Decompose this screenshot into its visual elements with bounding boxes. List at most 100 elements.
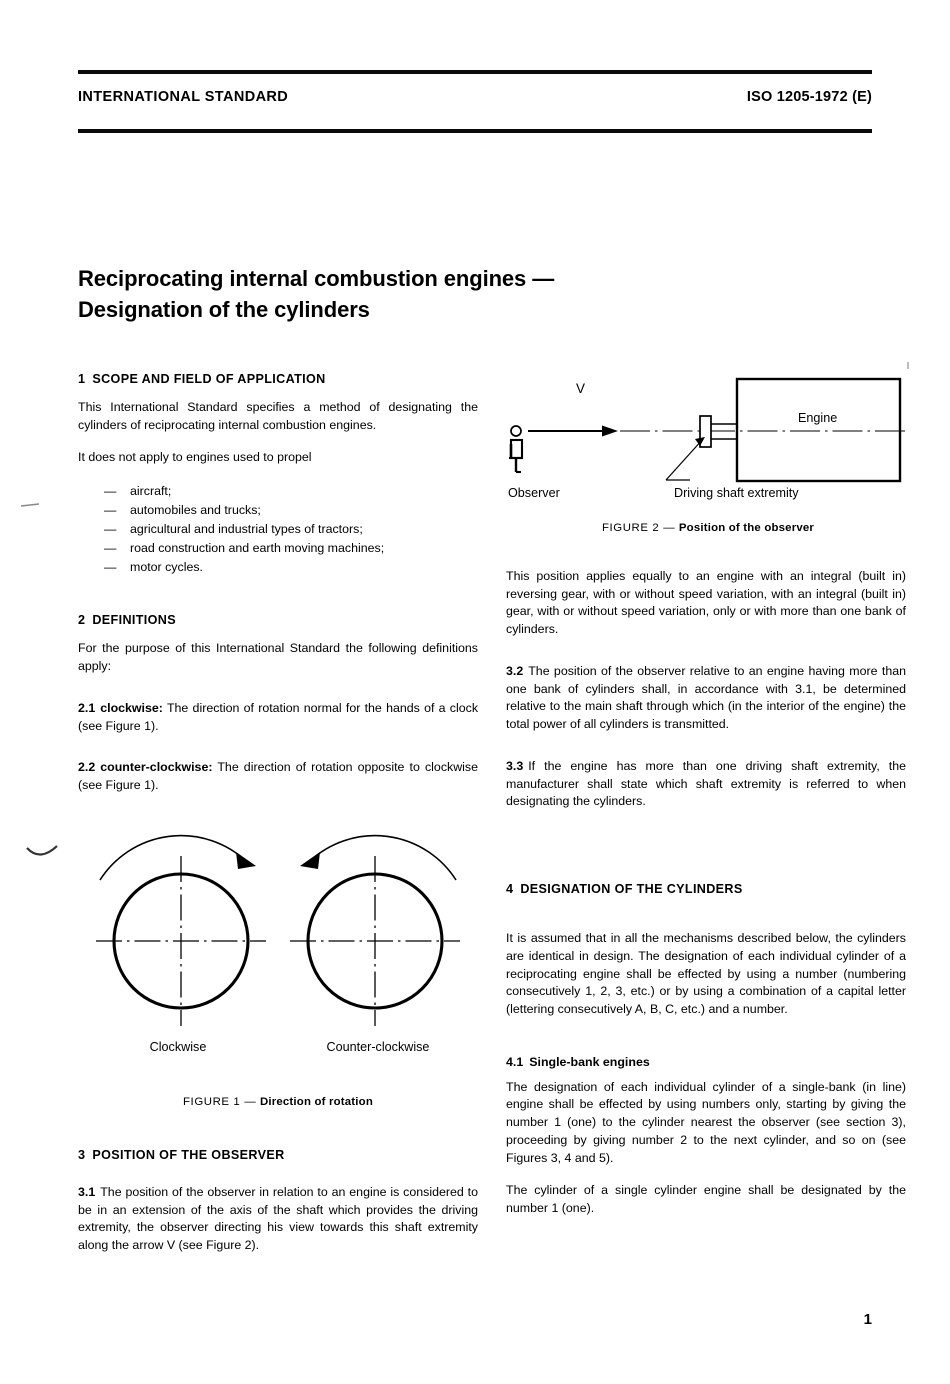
figure-1-caption-title: Direction of rotation — [259, 1096, 373, 1108]
subsection-title-4-1: Single-bank engines — [529, 1054, 650, 1069]
dash-bullet-icon: — — [104, 484, 117, 499]
excluded-engines-list: —aircraft; — automobiles and trucks; — agr… — [78, 482, 478, 576]
section-number-3: 3 — [78, 1148, 86, 1162]
scan-artifact-dash-icon — [20, 503, 40, 507]
definition-number: 2.1 — [78, 700, 96, 715]
section-4-paragraph-1: It is assumed that in all the mechanisms… — [506, 931, 906, 1017]
dash-bullet-icon: — — [104, 503, 117, 518]
section-1-paragraph-2: It does not apply to engines used to pro… — [78, 450, 312, 465]
list-item: —aircraft; — [104, 482, 478, 501]
figure-1-rotation-diagram — [96, 834, 460, 1026]
definition-number: 2.2 — [78, 760, 96, 775]
list-item-label: automobiles and trucks; — [130, 503, 261, 518]
subsection-text: If the engine has more than one driving … — [506, 758, 906, 809]
list-item-label: road construction and earth moving machi… — [130, 540, 385, 555]
engine-box-icon — [735, 377, 902, 483]
subsection-text: The position of the observer in relation… — [78, 1185, 478, 1253]
figure-2-label-observer: Observer — [508, 486, 560, 500]
definition-text: The direction of rotation opposite to cl… — [78, 760, 478, 793]
figure-1-label-counter-clockwise: Counter-clockwise — [326, 1040, 430, 1054]
spacer — [506, 909, 906, 930]
subsection-number: 3.1 — [78, 1185, 96, 1199]
section-title-2: DEFINITIONS — [92, 613, 176, 628]
clockwise-diagram — [96, 834, 266, 1026]
page-title-line1: Reciprocating internal combustion engine… — [78, 265, 555, 291]
section-1-paragraph-1: This International Standard specifies a … — [78, 400, 478, 432]
observer-head-icon — [510, 425, 522, 437]
list-item: — automobiles and trucks; — [104, 501, 478, 520]
figure-2: V Engine Observer Driving shaft extremit… — [506, 368, 910, 548]
dash-bullet-icon: — — [104, 521, 117, 536]
figure-1-label-clockwise: Clockwise — [149, 1040, 207, 1054]
section-heading-1: 1 SCOPE AND FIELD OF APPLICATION — [78, 372, 478, 386]
observer-figure-icon — [509, 425, 524, 474]
list-item-label: agricultural and industrial types of tra… — [130, 521, 363, 536]
section-title-3: POSITION OF THE OBSERVER — [92, 1148, 285, 1162]
header-rule-bottom — [78, 129, 872, 133]
dash-bullet-icon: — — [104, 540, 117, 555]
figure-2-label-arrow: V — [576, 381, 586, 396]
spacer — [506, 1034, 906, 1055]
section-2-paragraph-1: For the purpose of this International St… — [78, 641, 478, 674]
counter-clockwise-arrowhead-icon — [300, 852, 320, 869]
subsection-heading-4-1: 4.1 Single-bank engines — [506, 1055, 906, 1069]
figure-1-labels: Clockwise Counter-clockwise — [78, 1040, 478, 1054]
definition-term: clockwise: — [100, 700, 163, 715]
figure-2-caption-title: Position of the observer — [678, 522, 815, 534]
clockwise-arc-icon — [99, 834, 247, 881]
section-heading-3: 3 POSITION OF THE OBSERVER — [78, 1148, 478, 1162]
page-number: 1 — [863, 1311, 872, 1328]
header-rule-top — [78, 70, 872, 74]
figure-2-caption: FIGURE 2—Position of the observer — [506, 522, 910, 534]
figure-2-caption-number: FIGURE 2 — [601, 522, 660, 534]
list-item-label: motor cycles. — [130, 559, 203, 574]
figure-1-caption-dash: — — [244, 1096, 256, 1108]
list-item: — agricultural and industrial types of tr… — [104, 520, 478, 539]
header-standard-number: ISO 1205-1972 (E) — [746, 89, 872, 105]
spacer — [506, 654, 906, 663]
view-arrow-head-icon — [602, 425, 618, 437]
spacer — [506, 749, 906, 758]
figure-2-observer-diagram — [509, 377, 910, 483]
subsection-number-4-1: 4.1 — [506, 1054, 524, 1069]
section-number-1: 1 — [78, 372, 86, 386]
dash-bullet-icon: — — [104, 559, 117, 574]
figure-1: Clockwise Counter-clockwise FIGURE 1—Dir… — [78, 828, 478, 1118]
clockwise-arrowhead-icon — [236, 852, 256, 869]
spacer — [78, 750, 478, 759]
section-number-2: 2 — [78, 613, 86, 628]
subsection-number: 3.3 — [506, 758, 524, 773]
right-column: This position applies equally to an engi… — [506, 568, 906, 1218]
spacer — [78, 592, 478, 613]
shaft-leader-line-icon — [665, 438, 704, 481]
section-4-1-paragraph-2: The cylinder of a single cylinder engine… — [506, 1183, 906, 1216]
scan-artifact-curve-icon — [26, 845, 58, 856]
list-item: — road construction and earth moving mach… — [104, 539, 478, 558]
counter-clockwise-diagram — [290, 834, 460, 1026]
section-heading-2: 2 DEFINITIONS — [78, 613, 478, 627]
rotation-circle-icon — [112, 872, 250, 1010]
section-title-4: DESIGNATION OF THE CYLINDERS — [520, 882, 743, 897]
spacer — [506, 826, 906, 882]
figure-2-label-engine: Engine — [798, 411, 838, 425]
left-column: 1 SCOPE AND FIELD OF APPLICATION This Int… — [78, 372, 478, 810]
subsection-number: 3.2 — [506, 663, 524, 678]
section-4-1-paragraph-1: The designation of each individual cylin… — [506, 1079, 906, 1165]
shaft-flange-icon — [699, 415, 712, 448]
spacer — [78, 691, 478, 700]
page-title-line2: Designation of the cylinders — [78, 296, 370, 322]
page-title: Reciprocating internal combustion engine… — [78, 263, 718, 325]
section-title-1: SCOPE AND FIELD OF APPLICATION — [92, 372, 326, 386]
counter-clockwise-arc-icon — [309, 834, 457, 881]
definition-text: The direction of rotation normal for the… — [78, 700, 479, 733]
list-item: — motor cycles. — [104, 558, 478, 577]
figure-2-caption-dash: — — [663, 522, 675, 534]
definition-term: counter-clockwise: — [100, 760, 213, 775]
shaft-leader-arrowhead-icon — [695, 437, 705, 446]
definition-2-1: 2.1 clockwise: The direction of rotation … — [78, 700, 478, 735]
